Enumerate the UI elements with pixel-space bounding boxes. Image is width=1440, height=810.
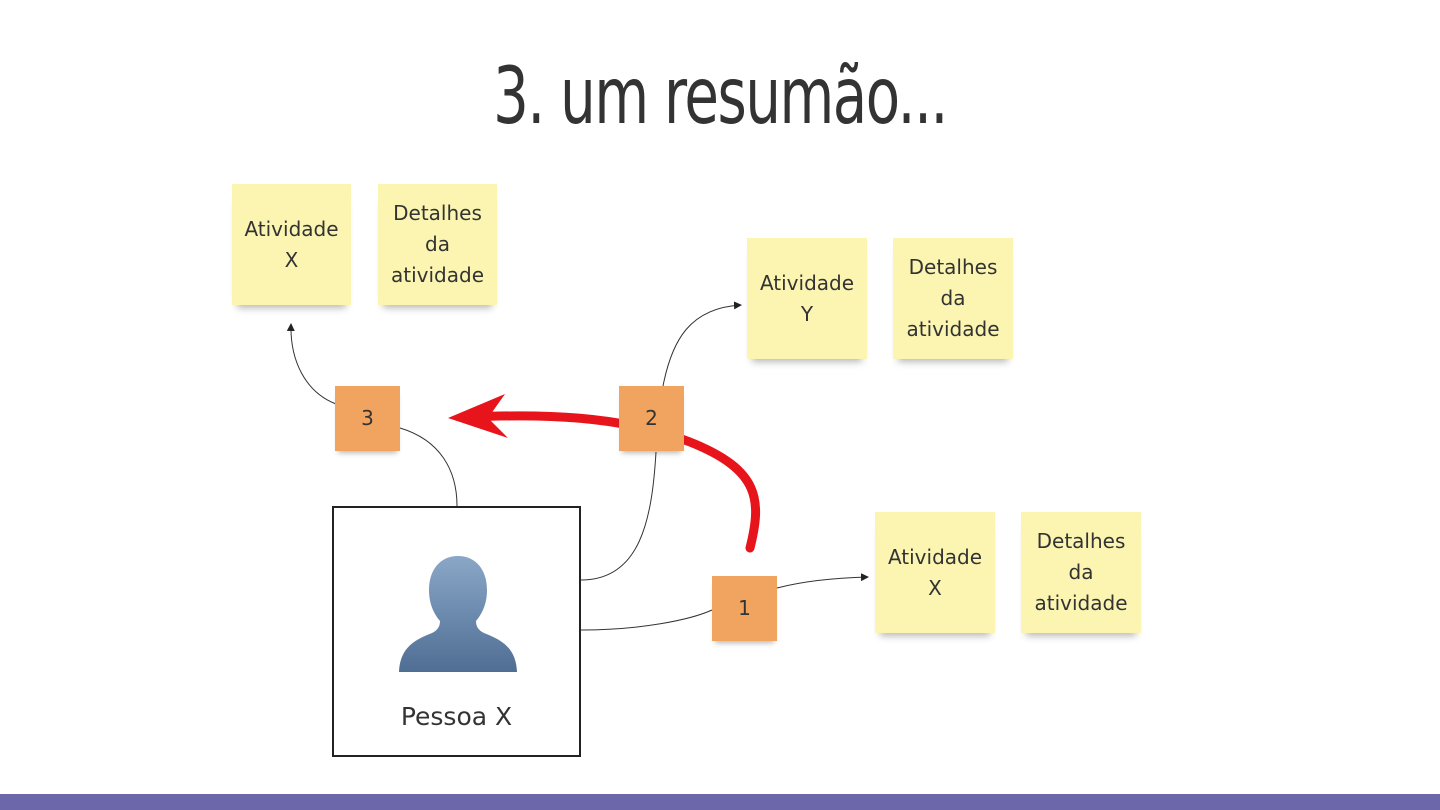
highlight-arrow-head (448, 394, 508, 438)
footer-bar (0, 794, 1440, 810)
details-note-y: Detalhes da atividade (893, 238, 1013, 359)
slide-title: 3. um resumão... (493, 52, 948, 142)
person-card: Pessoa X (332, 506, 581, 757)
activity-note-y: Atividade Y (747, 238, 867, 359)
person-label: Pessoa X (400, 702, 513, 731)
activity-note-x-bottom: Atividade X (875, 512, 995, 633)
step-note-2: 2 (619, 386, 684, 451)
connector-step-2-to-activity (662, 301, 742, 387)
connector-step-1-to-activity (776, 573, 869, 589)
details-note-x-bottom: Detalhes da atividade (1021, 512, 1141, 633)
connector-step-3-to-activity (286, 323, 337, 405)
activity-note-x-top: Atividade X (232, 184, 351, 305)
details-note-x-top: Detalhes da atividade (378, 184, 497, 305)
step-note-1: 1 (712, 576, 777, 641)
connector-to-step-3 (399, 427, 458, 507)
connector-to-step-1 (580, 609, 713, 631)
user-silhouette-icon (399, 556, 517, 672)
connector-to-step-2 (580, 451, 657, 581)
step-note-3: 3 (335, 386, 400, 451)
